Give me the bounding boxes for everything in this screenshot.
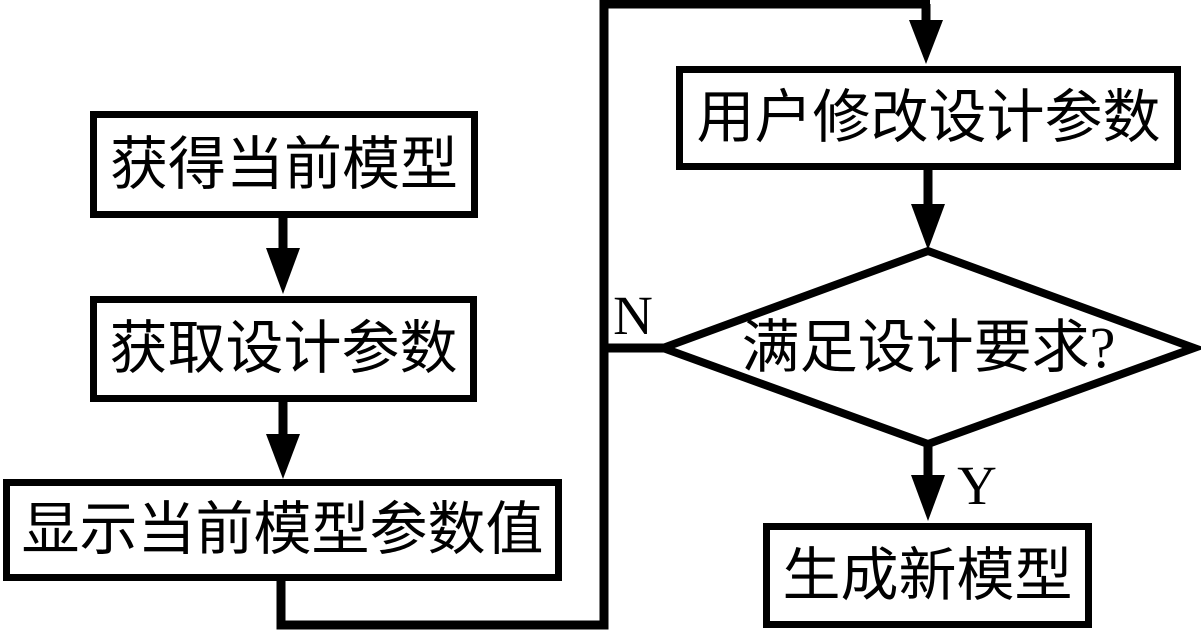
node-user-modify-design-params-label: 用户修改设计参数 xyxy=(696,85,1161,150)
arrow-1-head xyxy=(266,248,300,294)
node-display-current-model-params-label: 显示当前模型参数值 xyxy=(21,497,544,562)
node-get-current-model: 获得当前模型 xyxy=(90,111,478,218)
decision-label: 满足设计要求? xyxy=(741,315,1116,380)
node-display-current-model-params: 显示当前模型参数值 xyxy=(3,479,562,581)
node-get-current-model-label: 获得当前模型 xyxy=(109,131,458,197)
edge-label-yes: Y xyxy=(957,455,997,516)
node-generate-new-model: 生成新模型 xyxy=(763,523,1092,628)
node-get-design-params: 获取设计参数 xyxy=(90,296,477,402)
node-generate-new-model-label: 生成新模型 xyxy=(782,542,1073,608)
node-get-design-params-label: 获取设计参数 xyxy=(109,316,458,381)
arrow-2-head xyxy=(266,434,300,479)
arrow-4-head xyxy=(911,204,945,250)
feedback-line xyxy=(276,0,930,630)
decision-meet-design-requirements: 满足设计要求? xyxy=(663,319,1194,377)
edge-label-no: N xyxy=(613,285,653,346)
arrow-5-head xyxy=(911,475,945,521)
node-user-modify-design-params: 用户修改设计参数 xyxy=(676,66,1181,170)
arrow-3-head xyxy=(909,20,943,64)
